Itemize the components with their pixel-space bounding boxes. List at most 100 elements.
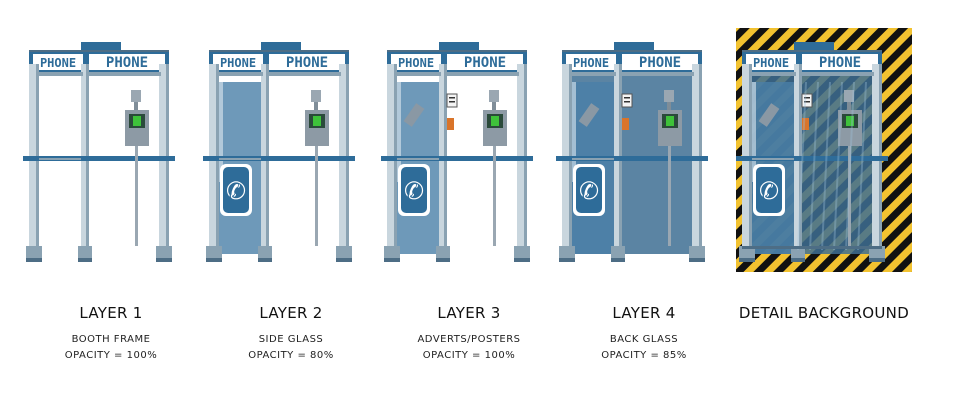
phone-handset-icon: ✆ (226, 177, 246, 205)
booth-pillar (159, 64, 169, 262)
layer-3-title: LAYER 3 (437, 304, 501, 322)
notice-poster (801, 93, 813, 108)
booth-roof-cap (261, 42, 301, 50)
layer-4-description: BACK GLASS (609, 334, 679, 345)
booth-pillar (339, 64, 349, 262)
phone-handset (131, 90, 141, 102)
sign-text-left: PHONE (220, 56, 256, 70)
sign-text-right: PHONE (639, 55, 681, 71)
sticker-poster (447, 118, 454, 130)
phone-pole (315, 146, 318, 246)
hanging-poster (578, 103, 600, 127)
phone-handset-icon: ✆ (404, 177, 424, 205)
sticker-poster (802, 118, 809, 130)
layer-2-description: SIDE GLASS (258, 334, 324, 345)
layer-3-opacity: OPACITY = 100% (422, 350, 516, 361)
layer-1-title: LAYER 1 (79, 304, 143, 322)
layer-4-panel: ✆ PHONE PHONE LAYER 4 BACK GLASS OPACITY =… (556, 0, 732, 406)
layer-1-panel: PHONE PHONE LAYER 1 BOOTH FRAME OPACITY =… (23, 0, 199, 406)
layer-2-opacity: OPACITY = 80% (248, 350, 334, 361)
sign-panel-left (391, 54, 441, 70)
notice-poster (621, 93, 633, 108)
booth-pillar (562, 64, 572, 262)
layer-1-description: BOOTH FRAME (71, 334, 151, 345)
booth-roof-cap (794, 42, 834, 50)
glass-reflection (797, 81, 807, 251)
booth-pillar (261, 64, 269, 262)
sign-text-left: PHONE (40, 56, 76, 70)
booth-pillar (81, 64, 89, 262)
phone-handset (844, 90, 854, 102)
sign-text-right: PHONE (464, 55, 506, 71)
hanging-poster (403, 103, 425, 127)
booth-pillar (742, 64, 752, 262)
phone-keypad (313, 116, 321, 126)
booth-pillar (794, 64, 802, 262)
booth-crossbar (23, 156, 175, 161)
sign-text-left: PHONE (573, 56, 609, 70)
layer-1-opacity: OPACITY = 100% (64, 350, 158, 361)
sign-panel-right (269, 54, 345, 70)
notice-poster (446, 93, 458, 108)
sticker-poster (622, 118, 629, 130)
booth-pillar (209, 64, 219, 262)
detail-background-title: DETAIL BACKGROUND (738, 304, 910, 322)
phone-booth-side-glass-illustration: ✆ PHONE PHONE (203, 42, 355, 262)
sign-text-right: PHONE (106, 55, 148, 71)
booth-pillar (517, 64, 527, 262)
phone-booth-detail-background-illustration: ✆ PHONE PHONE (736, 28, 912, 272)
sign-panel-left (213, 54, 263, 70)
sign-panel-right (447, 54, 523, 70)
layer-2-panel: ✆ PHONE PHONE LAYER 2 SIDE GLASS OPACITY =… (203, 0, 379, 406)
phone-pole (668, 146, 671, 246)
booth-pillar (29, 64, 39, 262)
phone-handset (311, 90, 321, 102)
glass-reflection (845, 81, 855, 251)
phone-keypad (133, 116, 141, 126)
sign-text-right: PHONE (286, 55, 328, 71)
booth-roof-cap (439, 42, 479, 50)
phone-handset (664, 90, 674, 102)
phone-pole (493, 146, 496, 246)
glass-reflection (809, 81, 819, 251)
detail-base-trim (742, 246, 882, 249)
layer-2-title: LAYER 2 (259, 304, 323, 322)
sign-panel-left (566, 54, 616, 70)
phone-handset-icon: ✆ (579, 177, 599, 205)
booth-pillar (439, 64, 447, 262)
phone-keypad (846, 116, 854, 126)
booth-crossbar (736, 156, 888, 161)
phone-pole (848, 146, 851, 246)
glass-reflection (833, 81, 843, 251)
sign-panel-right (89, 54, 165, 70)
sign-text-left: PHONE (753, 56, 789, 70)
phone-handset-icon: ✆ (759, 177, 779, 205)
layer-4-title: LAYER 4 (612, 304, 676, 322)
sign-text-right: PHONE (819, 55, 861, 71)
booth-crossbar (556, 156, 708, 161)
phone-handset (489, 90, 499, 102)
phone-booth-frame-illustration: PHONE PHONE (23, 42, 175, 262)
booth-pillar (387, 64, 397, 262)
booth-crossbar (203, 156, 355, 161)
glass-reflection (857, 81, 867, 251)
phone-keypad (666, 116, 674, 126)
sign-panel-left (746, 54, 796, 70)
sign-panel-left (33, 54, 83, 70)
layer-4-opacity: OPACITY = 85% (601, 350, 687, 361)
booth-pillar (614, 64, 622, 262)
sign-panel-right (622, 54, 698, 70)
detail-background-panel: ✆ PHONE PHONE DETAIL BACKGROUND (736, 0, 912, 406)
booth-roof-cap (614, 42, 654, 50)
hanging-poster (758, 103, 780, 127)
layer-3-description: ADVERTS/POSTERS (417, 334, 521, 345)
phone-keypad (491, 116, 499, 126)
booth-pillar (872, 64, 882, 262)
phone-booth-back-glass-illustration: ✆ PHONE PHONE (556, 42, 708, 262)
booth-pillar (692, 64, 702, 262)
phone-pole (135, 146, 138, 246)
glass-reflection (821, 81, 831, 251)
booth-crossbar (381, 156, 533, 161)
